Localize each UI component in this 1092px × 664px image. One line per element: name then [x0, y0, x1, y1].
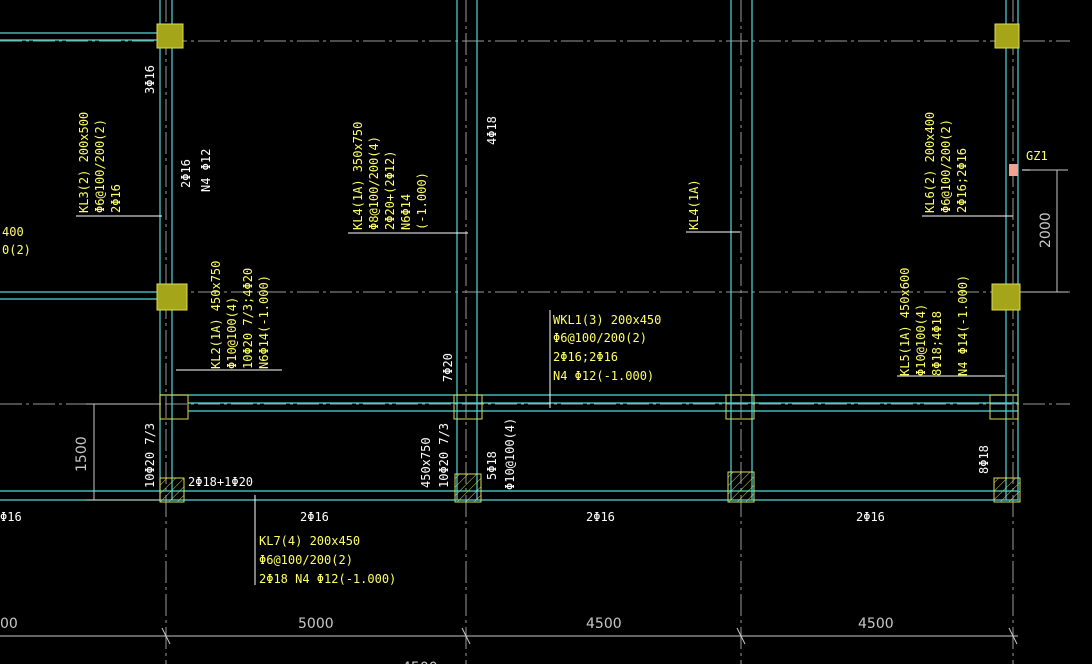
kl6-line-2: Φ6@100/200(2)	[939, 119, 953, 213]
kl3-line-2: Φ6@100/200(2)	[93, 119, 107, 213]
column-gz1	[1009, 164, 1018, 176]
dim-vertical-2000: 2000	[1038, 212, 1054, 248]
bottom-2phi16-b: 2Φ16	[586, 510, 615, 524]
kl4-line-5: (-1.000)	[415, 172, 429, 230]
dim-span-left-clip: 00	[0, 616, 18, 632]
kl2-line-3: 10Φ20 7/3;4Φ20	[241, 268, 255, 369]
hatched-columns	[159, 471, 1021, 503]
kl7-line-3: 2Φ18 N4 Φ12(-1.000)	[259, 572, 396, 586]
kl5-line-3: 8Φ18;4Φ18	[930, 311, 944, 376]
col-10phi20-left: 10Φ20 7/3	[143, 423, 157, 488]
kl6-line-3: 2Φ16;2Φ16	[955, 148, 969, 213]
col-5phi18: 5Φ18	[485, 451, 499, 480]
kl7-line-1: KL7(4) 200x450	[259, 534, 360, 548]
col-10phi20-mid: 10Φ20 7/3	[437, 423, 451, 488]
kl4-line-1: KL4(1A) 350x750	[351, 122, 365, 230]
column-d3	[989, 394, 1019, 420]
dim-span-2: 4500	[586, 616, 622, 632]
kl4-short-label: KL4(1A)	[687, 179, 701, 230]
col-3phi16: 3Φ16	[143, 65, 157, 94]
gz1-label: GZ1	[1026, 149, 1048, 163]
dim-span-3: 4500	[858, 616, 894, 632]
dim-vertical-1500: 1500	[74, 436, 90, 472]
dim-tick-2	[461, 627, 471, 645]
wkl1-line-4: N4 Φ12(-1.000)	[553, 369, 654, 383]
col-4phi18: 4Φ18	[485, 116, 499, 145]
kl4-line-3: 2Φ20+(2Φ12)	[383, 151, 397, 230]
wkl1-line-2: Φ6@100/200(2)	[553, 331, 647, 345]
kl2-line-2: Φ10@100(4)	[225, 297, 239, 369]
col-stirrup-mid: Φ10@100(4)	[503, 418, 517, 490]
beam-labels: KL3(2) 200x500 Φ6@100/200(2) 2Φ16 400 0(…	[2, 112, 1048, 586]
col-2phi16: 2Φ16	[179, 159, 193, 188]
column-a2	[156, 283, 188, 311]
col-7phi20: 7Φ20	[441, 353, 455, 382]
column-hatched-2	[454, 473, 482, 503]
rebar-labels: 3Φ16 2Φ16 N4 Φ12 4Φ18 7Φ20 10Φ20 7/3 450…	[0, 65, 991, 524]
column-hatched-3	[727, 471, 755, 503]
column-a3	[159, 394, 189, 420]
wkl1-line-1: WKL1(3) 200x450	[553, 313, 661, 327]
col-8phi18: 8Φ18	[977, 445, 991, 474]
column-c3	[725, 394, 755, 420]
beam-2phi18-1phi20: 2Φ18+1Φ20	[188, 475, 253, 489]
column-b3	[453, 394, 483, 420]
kl4-line-2: Φ8@100/200(4)	[367, 136, 381, 230]
kl5-line-2: Φ10@100(4)	[914, 304, 928, 376]
col-450x750: 450x750	[419, 437, 433, 488]
dim-tick-4	[1008, 627, 1018, 645]
wkl1-line-3: 2Φ16;2Φ16	[553, 350, 618, 364]
bottom-2phi16-c: 2Φ16	[856, 510, 885, 524]
kl2-line-4: N6Φ14(-1.000)	[257, 275, 271, 369]
leader-lines	[76, 169, 1062, 585]
dim-span-1: 5000	[298, 616, 334, 632]
column-d1	[994, 23, 1020, 49]
kl7-line-2: Φ6@100/200(2)	[259, 553, 353, 567]
bottom-2phi16-a: 2Φ16	[300, 510, 329, 524]
column-d2	[991, 283, 1021, 311]
column-hatched-4	[993, 477, 1021, 503]
bottom-left-clip: Φ16	[0, 510, 22, 524]
dim-tick-3	[736, 627, 746, 645]
kl3-line-3: 2Φ16	[109, 184, 123, 213]
kl3-line-1: KL3(2) 200x500	[77, 112, 91, 213]
kl5-line-4: N4 Φ14(-1.000)	[956, 275, 970, 376]
dimension-lines	[0, 169, 1068, 645]
kl2-line-1: KL2(1A) 450x750	[209, 261, 223, 369]
dim-bottom-partial: 4500	[402, 660, 438, 664]
kl4-line-4: N6Φ14	[399, 194, 413, 230]
dimension-texts: 00 5000 4500 4500 2000 1500 4500	[0, 212, 1054, 664]
column-hatched-1	[159, 477, 185, 503]
kl5-line-1: KL5(1A) 450x600	[898, 268, 912, 376]
left-clip-bottom: 0(2)	[2, 243, 31, 257]
dim-tick-1	[161, 627, 171, 645]
kl6-line-1: KL6(2) 200x400	[923, 112, 937, 213]
column-a1	[156, 23, 184, 49]
col-n4phi12: N4 Φ12	[199, 149, 213, 192]
left-clip-top: 400	[2, 225, 24, 239]
columns	[156, 23, 1021, 420]
